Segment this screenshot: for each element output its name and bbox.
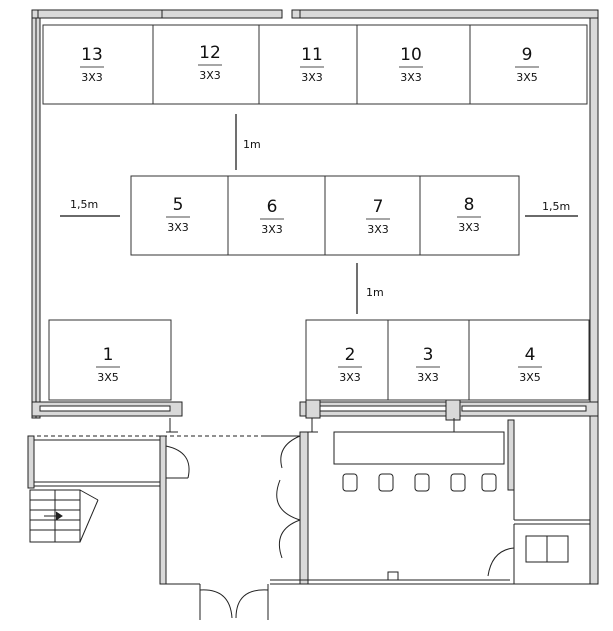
hall-walls [31, 9, 599, 433]
booth-11[interactable]: 11 3X3 [258, 24, 358, 105]
booth-10-size: 3X3 [400, 71, 422, 84]
booth-1-size: 3X5 [97, 371, 119, 384]
booth-4-size: 3X5 [519, 371, 541, 384]
booth-10-number: 10 [400, 45, 422, 65]
booth-7-number: 7 [373, 197, 384, 217]
booth-12-size: 3X3 [199, 69, 221, 82]
booth-12[interactable]: 12 3X3 [152, 24, 260, 105]
booth-6-size: 3X3 [261, 223, 283, 236]
left-gap-label: 1,5m [70, 198, 98, 211]
booth-6[interactable]: 6 3X3 [227, 175, 326, 256]
top-gap-label: 1m [243, 138, 261, 151]
chairs [342, 473, 497, 492]
lower-area [27, 415, 599, 620]
booth-8-number: 8 [464, 195, 475, 215]
booth-3[interactable]: 3 3X3 [387, 319, 470, 401]
booth-6-number: 6 [267, 197, 278, 217]
booth-8-size: 3X3 [458, 221, 480, 234]
staircase [29, 489, 99, 543]
booth-12-number: 12 [199, 43, 221, 63]
booth-5-size: 3X3 [167, 221, 189, 234]
booth-9[interactable]: 9 3X5 [469, 24, 588, 105]
booth-2[interactable]: 2 3X3 [305, 319, 389, 401]
dimension-markers [60, 114, 578, 314]
booth-1-number: 1 [103, 345, 114, 365]
booth-11-size: 3X3 [301, 71, 323, 84]
booth-9-number: 9 [522, 45, 533, 65]
booths: 13 3X3 12 3X3 11 3X3 10 3X3 9 3X5 [42, 24, 590, 401]
booth-1[interactable]: 1 3X5 [48, 319, 172, 401]
booth-5-number: 5 [173, 195, 184, 215]
bottom-gap-label: 1m [366, 286, 384, 299]
booth-10[interactable]: 10 3X3 [356, 24, 471, 105]
right-gap-label: 1,5m [542, 200, 570, 213]
booth-13-size: 3X3 [81, 71, 103, 84]
booth-4-number: 4 [525, 345, 536, 365]
booth-3-size: 3X3 [417, 371, 439, 384]
booth-5[interactable]: 5 3X3 [130, 175, 229, 256]
booth-2-number: 2 [345, 345, 356, 365]
booth-7[interactable]: 7 3X3 [324, 175, 421, 256]
booth-4[interactable]: 4 3X5 [468, 319, 590, 401]
booth-2-size: 3X3 [339, 371, 361, 384]
booth-13-number: 13 [81, 45, 103, 65]
booth-11-number: 11 [301, 45, 323, 65]
booth-9-size: 3X5 [516, 71, 538, 84]
booth-3-number: 3 [423, 345, 434, 365]
booth-7-size: 3X3 [367, 223, 389, 236]
booth-8[interactable]: 8 3X3 [419, 175, 520, 256]
booth-13[interactable]: 13 3X3 [42, 24, 154, 105]
